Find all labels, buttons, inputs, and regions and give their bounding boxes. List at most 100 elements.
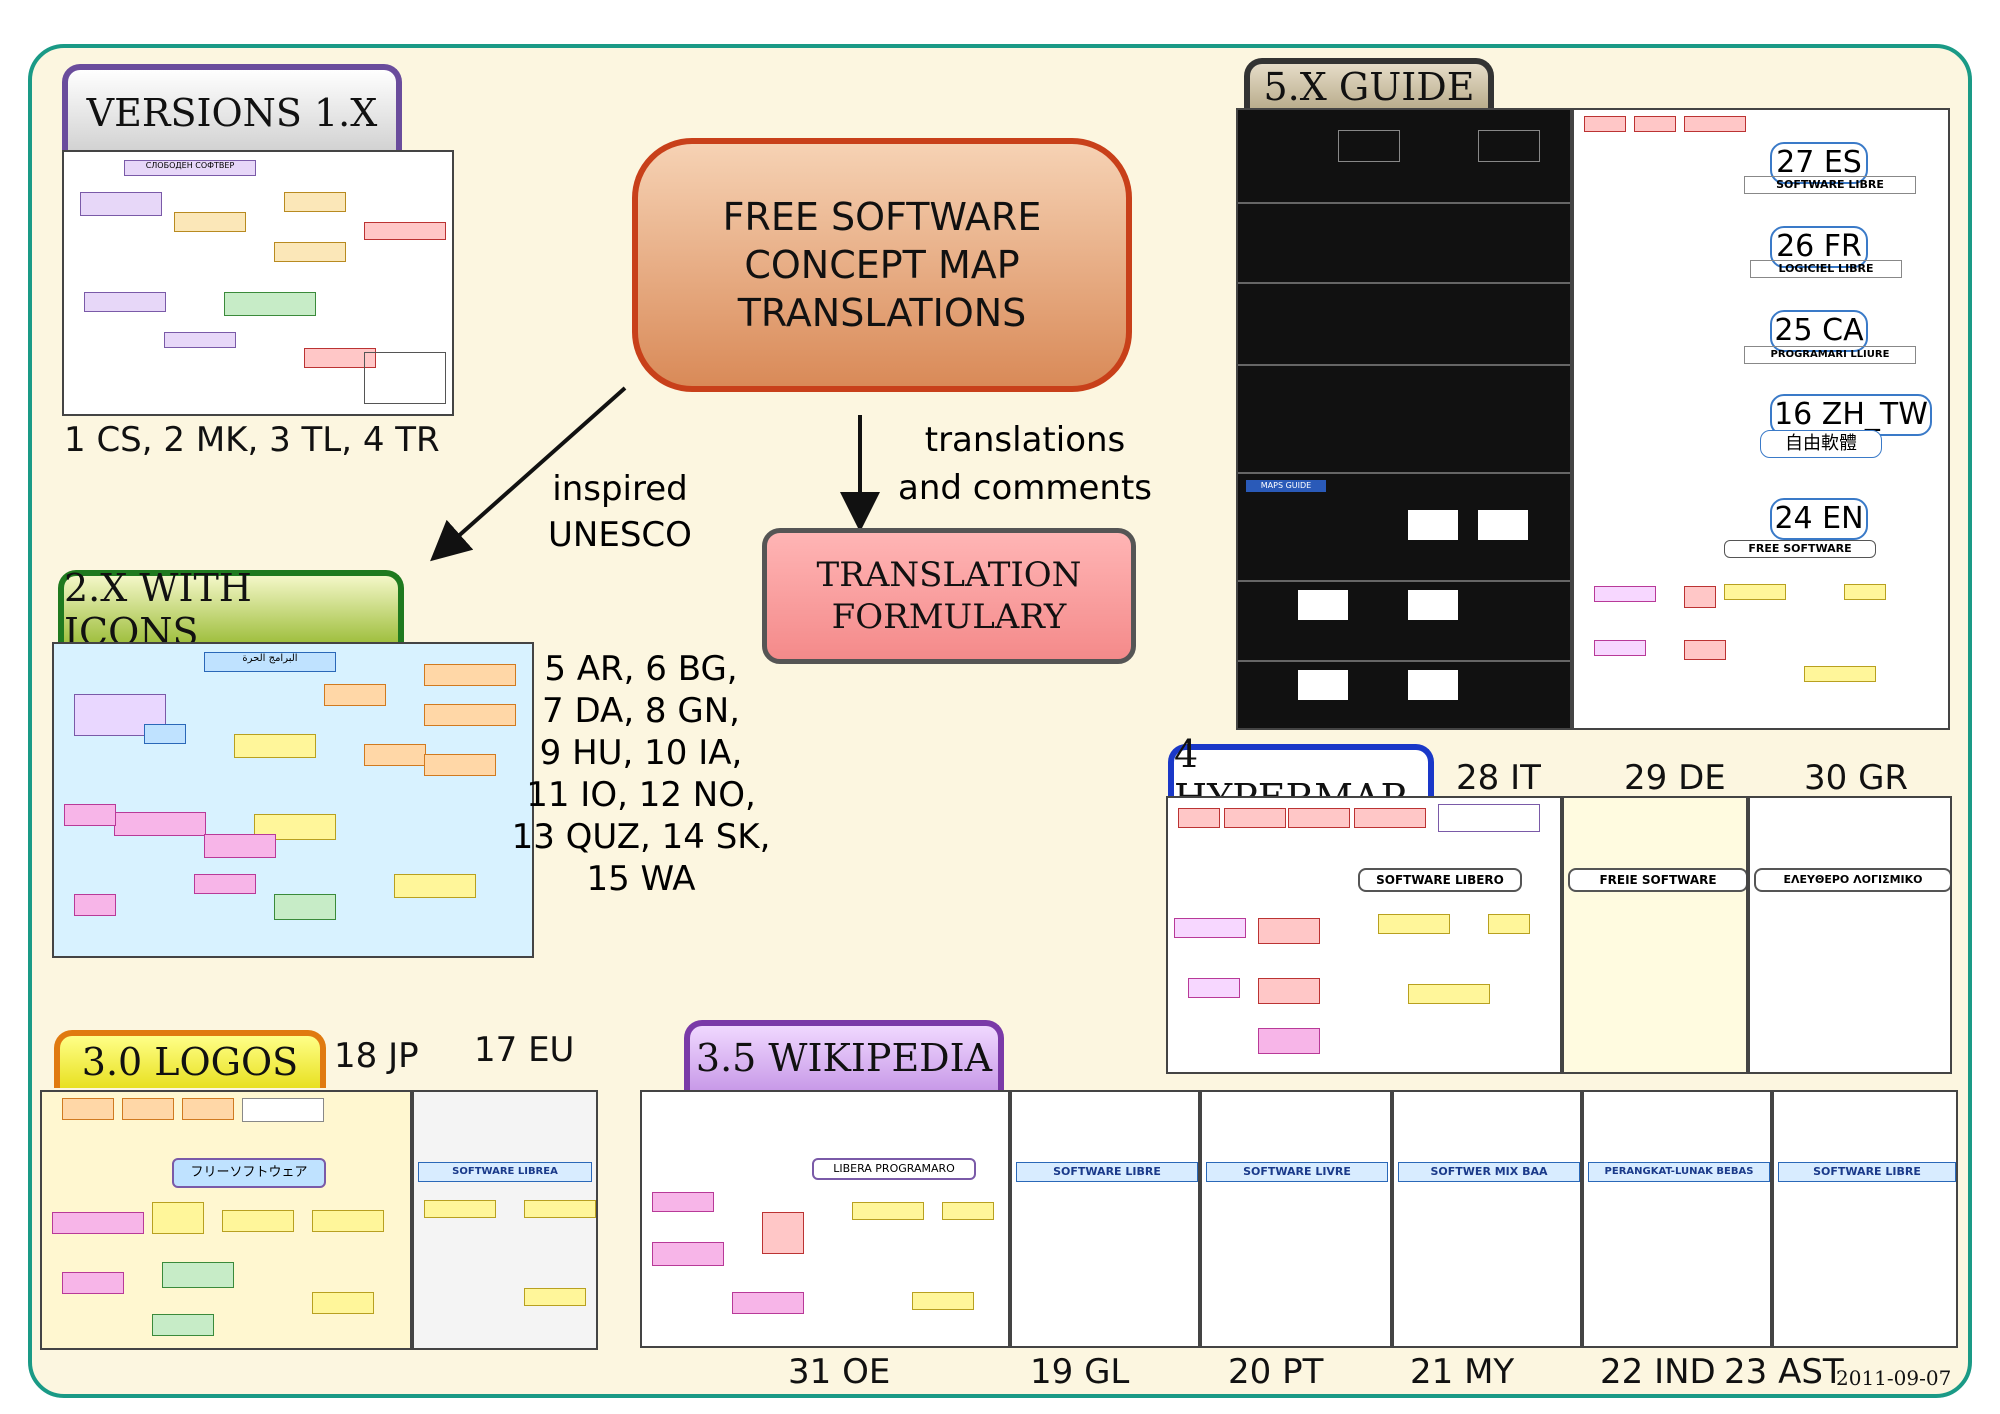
guide-map-node: [1634, 116, 1676, 132]
guide-panel: [1298, 670, 1348, 700]
versions-2x-thumbnail[interactable]: البرامج الحرة: [52, 642, 534, 958]
arrow-inspired: [430, 386, 627, 562]
guide-5x-title: 5.X GUIDE: [1263, 65, 1475, 109]
translations-label: translations and comments: [880, 416, 1170, 512]
gr-thumbnail[interactable]: ΕΛΕΥΘΕΡΟ ΛΟΓΙΣΜΙΚΟ: [1748, 796, 1952, 1074]
v1-node: [224, 292, 316, 316]
eu-node: [524, 1200, 596, 1218]
versions-2x-languages: 5 AR, 6 BG, 7 DA, 8 GN, 9 HU, 10 IA, 11 …: [506, 648, 776, 900]
guide-map-node: [1594, 640, 1646, 656]
de-thumbnail[interactable]: FREIE SOFTWARE: [1562, 796, 1748, 1074]
guide-maps-thumbnail[interactable]: 27 ES SOFTWARE LIBRE 26 FR LOGICIEL LIBR…: [1572, 108, 1950, 730]
v2-lang-line: 13 QUZ, 14 SK,: [511, 817, 771, 857]
en-root-node: FREE SOFTWARE: [1724, 540, 1876, 558]
v2-lang-line: 11 IO, 12 NO,: [526, 775, 756, 815]
ind-label: 22 IND: [1600, 1352, 1716, 1392]
it-node: [1354, 808, 1426, 828]
gl-root-node: SOFTWARE LIBRE: [1016, 1162, 1198, 1182]
inspired-text: inspired: [552, 469, 688, 509]
guide-map-node: [1684, 640, 1726, 660]
v2-node: [204, 834, 276, 858]
v1-node: [174, 212, 246, 232]
jp-node: [312, 1292, 374, 1314]
hypermap-tab: 4 HYPERMAP: [1168, 732, 1434, 820]
fr-code: 26 FR: [1770, 226, 1868, 268]
eu-thumbnail[interactable]: SOFTWARE LIBREA: [412, 1090, 598, 1350]
v2-node: [274, 894, 336, 920]
versions-1x-languages: 1 CS, 2 MK, 3 TL, 4 TR: [64, 420, 440, 460]
v2-node: [234, 734, 316, 758]
jp-root-node: フリーソフトウェア: [172, 1158, 326, 1188]
it-node: [1288, 808, 1350, 828]
oe-thumbnail[interactable]: LIBERA PROGRAMARO: [640, 1090, 1010, 1348]
it-node: [1258, 918, 1320, 944]
oe-root-node: LIBERA PROGRAMARO: [812, 1158, 976, 1180]
v2-lang-line: 7 DA, 8 GN,: [542, 691, 740, 731]
es-code: 27 ES: [1770, 142, 1868, 184]
jp-thumbnail[interactable]: フリーソフトウェア: [40, 1090, 412, 1350]
guide-map-node: [1844, 584, 1886, 600]
formulary-line-1: TRANSLATION: [816, 555, 1082, 595]
gl-thumbnail[interactable]: SOFTWARE LIBRE: [1010, 1090, 1200, 1348]
comments-text: and comments: [897, 468, 1153, 508]
my-thumbnail[interactable]: SOFTWER MIX BAA: [1392, 1090, 1582, 1348]
v2-node: [324, 684, 386, 706]
v2-lang-line: 15 WA: [586, 859, 696, 899]
de-label: 29 DE: [1624, 758, 1726, 798]
jp-node: [52, 1212, 144, 1234]
es-root-node: SOFTWARE LIBRE: [1744, 176, 1916, 194]
versions-30-title: 3.0 LOGOS: [81, 1040, 299, 1084]
jp-node: [162, 1262, 234, 1288]
versions-2x-title: 2.X WITH ICONS: [64, 566, 252, 654]
jp-label: 18 JP: [334, 1036, 419, 1076]
eu-node: [424, 1200, 496, 1218]
guide-panel: [1338, 130, 1400, 162]
versions-1x-thumbnail[interactable]: СЛОБОДЕН СОФТВЕР: [62, 150, 454, 416]
guide-map-node: [1724, 584, 1786, 600]
v2-lang-line: 5 AR, 6 BG,: [544, 649, 738, 689]
it-node: [1438, 804, 1540, 832]
v2-lang-line: 9 HU, 10 IA,: [539, 733, 743, 773]
oe-node: [732, 1292, 804, 1314]
oe-node: [762, 1212, 804, 1254]
ast-root-node: SOFTWARE LIBRE: [1778, 1162, 1956, 1182]
ca-root-node: PROGRAMARI LLIURE: [1744, 346, 1916, 364]
ast-thumbnail[interactable]: SOFTWARE LIBRE: [1772, 1090, 1958, 1348]
ind-thumbnail[interactable]: PERANGKAT-LUNAK BEBAS: [1582, 1090, 1772, 1348]
gr-label: 30 GR: [1804, 758, 1909, 798]
guide-panel: [1408, 590, 1458, 620]
v1-node: [364, 222, 446, 240]
ca-code: 25 CA: [1770, 310, 1868, 352]
it-label: 28 IT: [1456, 758, 1541, 798]
v1-node: [304, 348, 376, 368]
guide-map-node: [1594, 586, 1656, 602]
center-line-3: TRANSLATIONS: [737, 291, 1027, 335]
v2-node: [64, 804, 116, 826]
unesco-text: UNESCO: [548, 515, 692, 555]
guide-map-node: [1804, 666, 1876, 682]
center-line-1: FREE SOFTWARE: [722, 195, 1042, 239]
it-node: [1378, 914, 1450, 934]
jp-node: [182, 1098, 234, 1120]
v2-node: [424, 754, 496, 776]
it-node: [1488, 914, 1530, 934]
zh-tw-code: 16 ZH_TW: [1770, 394, 1932, 436]
guide-title: MAPS GUIDE: [1246, 480, 1326, 492]
v1-node: [84, 292, 166, 312]
guide-panel: [1408, 670, 1458, 700]
concept-map-title-node: FREE SOFTWARE CONCEPT MAP TRANSLATIONS: [632, 138, 1132, 392]
it-node: [1258, 1028, 1320, 1054]
guide-panel: [1478, 510, 1528, 540]
it-node: [1408, 984, 1490, 1004]
it-thumbnail[interactable]: SOFTWARE LIBERO: [1166, 796, 1562, 1074]
pt-thumbnail[interactable]: SOFTWARE LIVRE: [1200, 1090, 1392, 1348]
eu-label: 17 EU: [474, 1030, 575, 1070]
jp-node: [152, 1202, 204, 1234]
versions-1x-tab: VERSIONS 1.X: [62, 64, 402, 156]
gr-root-node: ΕΛΕΥΘΕΡΟ ΛΟΓΙΣΜΙΚΟ: [1754, 868, 1950, 892]
formulary-line-2: FORMULARY: [831, 597, 1067, 637]
guide-thumbnail[interactable]: MAPS GUIDE: [1236, 108, 1572, 730]
translation-formulary-node[interactable]: TRANSLATION FORMULARY: [762, 528, 1136, 664]
jp-node: [62, 1098, 114, 1120]
jp-node: [312, 1210, 384, 1232]
